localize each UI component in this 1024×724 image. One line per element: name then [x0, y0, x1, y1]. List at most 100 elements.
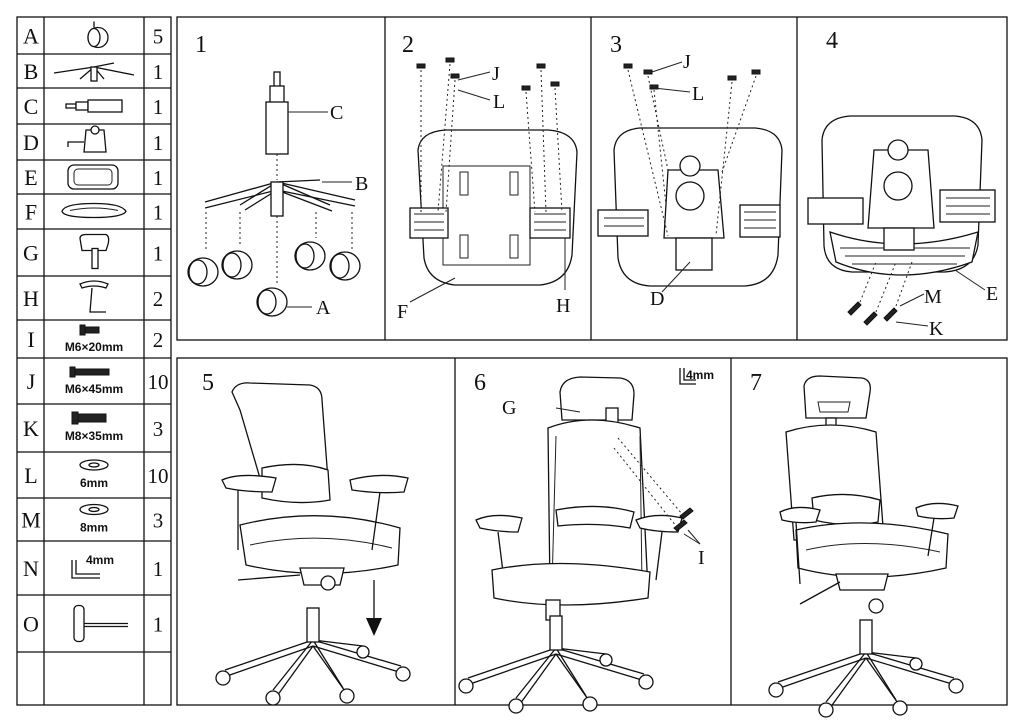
washer-icon: [79, 503, 109, 516]
chair-rear-drawing: [475, 376, 683, 621]
long-bolt-icon: [69, 366, 110, 378]
seat-underside-drawing: [409, 129, 578, 286]
headrest-icon: [79, 233, 110, 270]
part-letter: H: [23, 286, 39, 311]
part-quantity: 1: [153, 95, 164, 119]
m8-bolt-icon: [71, 411, 107, 425]
part-row-l: L 10 6mm: [24, 459, 169, 490]
step-5-panel: 5: [202, 370, 411, 706]
part-letter: A: [23, 24, 39, 49]
gas-cylinder-icon: [65, 99, 123, 113]
part-letter: N: [23, 556, 39, 581]
callout-d: D: [650, 288, 664, 310]
part-letter: F: [25, 200, 37, 225]
part-row-k: K 3M8×35mm: [23, 411, 164, 443]
step-number: 1: [195, 32, 207, 58]
part-spec: 4mm: [86, 553, 114, 567]
svg-text:4mm: 4mm: [686, 368, 714, 382]
step-3-panel: 3 J L D: [597, 32, 783, 310]
part-letter: M: [21, 508, 41, 533]
part-quantity: 10: [148, 464, 169, 488]
assembled-chair-drawing: [779, 375, 959, 614]
seat-icon: [61, 202, 127, 219]
part-letter: J: [27, 369, 36, 394]
base-drawing: [204, 179, 356, 217]
part-row-i: I 2M6×20mm: [27, 324, 164, 354]
washer-icon: [79, 459, 109, 471]
screws-drawing: [623, 63, 761, 237]
part-letter: K: [23, 416, 39, 441]
allen-key-icon: [71, 560, 100, 579]
bolts-drawing: [613, 437, 694, 532]
part-letter: D: [23, 130, 39, 155]
callout-i: I: [698, 547, 705, 569]
callout-l: L: [692, 83, 704, 105]
part-quantity: 1: [153, 201, 164, 225]
step-6-panel: 6 4mm G I: [458, 368, 714, 714]
step-2-panel: 2 J L F H: [397, 32, 578, 323]
part-quantity: 1: [153, 166, 164, 190]
base-icon: [53, 62, 135, 82]
part-spec: M6×45mm: [65, 382, 123, 396]
part-quantity: 1: [153, 131, 164, 155]
callout-a: A: [316, 297, 331, 319]
step-number: 3: [610, 32, 622, 58]
step-1-panel: 1 C B A: [187, 32, 368, 319]
steps-top-row: [176, 16, 1008, 341]
part-quantity: 2: [153, 287, 164, 311]
part-quantity: 1: [153, 242, 164, 266]
callout-c: C: [330, 102, 343, 124]
callout-j: J: [683, 51, 691, 73]
part-letter: I: [27, 327, 34, 352]
callout-k: K: [929, 318, 944, 340]
down-arrow-icon: [366, 580, 382, 636]
gas-cylinder-drawing: [265, 71, 328, 180]
t-wrench-icon: [73, 604, 128, 643]
part-quantity: 3: [153, 417, 164, 441]
callout-m: M: [924, 286, 942, 308]
part-quantity: 1: [153, 60, 164, 84]
seat-with-backrest-drawing: [807, 115, 996, 276]
part-letter: E: [24, 165, 37, 190]
part-letter: B: [24, 59, 39, 84]
step-4-panel: 4 M E K: [807, 28, 998, 340]
part-quantity: 2: [153, 328, 164, 352]
step-7-panel: 7: [750, 370, 964, 718]
part-quantity: 5: [153, 25, 164, 49]
callout-l: L: [493, 91, 505, 113]
part-letter: L: [24, 463, 37, 488]
chair-without-base-drawing: [221, 382, 409, 591]
armrest-icon: [79, 280, 109, 313]
callout-g: G: [502, 397, 516, 419]
part-quantity: 1: [153, 613, 164, 637]
screws-drawing: [416, 57, 563, 213]
backrest-icon: [67, 164, 119, 190]
part-spec: M6×20mm: [65, 340, 123, 354]
casters-drawing: [187, 212, 361, 317]
part-quantity: 10: [148, 370, 169, 394]
step-number: 7: [750, 370, 762, 396]
step-number: 2: [402, 32, 414, 58]
seat-with-mechanism-drawing: [597, 127, 783, 287]
part-spec: 6mm: [80, 476, 108, 490]
callout-j: J: [492, 63, 500, 85]
part-quantity: 1: [153, 557, 164, 581]
part-quantity: 3: [153, 509, 164, 533]
allen-key-icon: 4mm: [679, 368, 714, 385]
callout-h: H: [556, 295, 570, 317]
part-spec: M8×35mm: [65, 429, 123, 443]
part-letter: O: [23, 612, 39, 637]
part-row-n: N 1 4mm: [23, 553, 163, 581]
part-letter: C: [24, 94, 39, 119]
